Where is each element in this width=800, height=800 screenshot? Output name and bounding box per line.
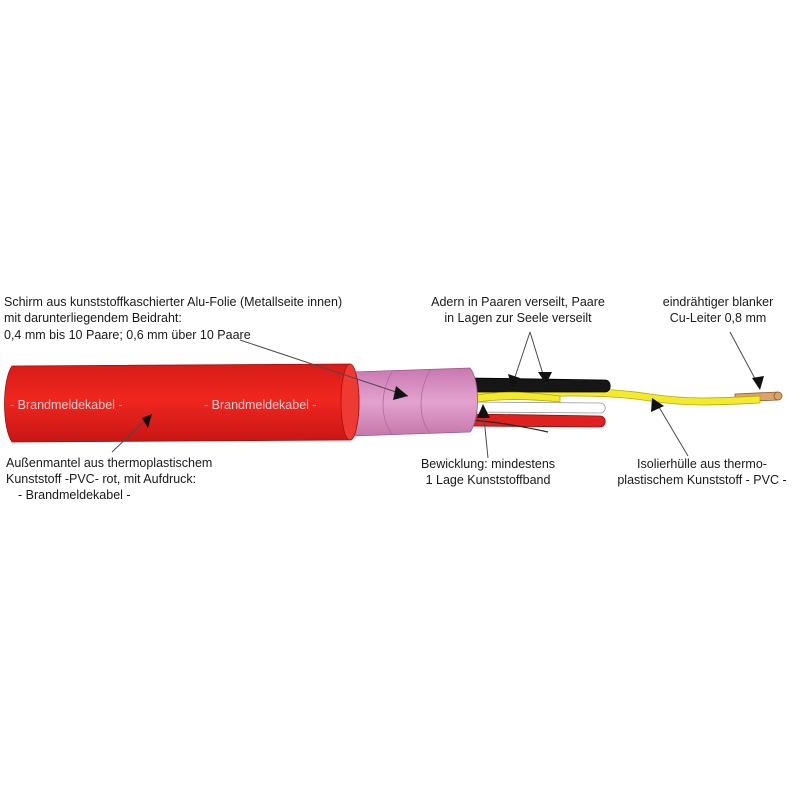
label-pairs: Adern in Paaren verseilt, Paare in Lagen… <box>431 295 605 325</box>
label-conductor: eindrähtiger blanker Cu-Leiter 0,8 mm <box>663 295 774 325</box>
black-core <box>469 377 611 393</box>
svg-text:Bewicklung: mindestens: Bewicklung: mindestens <box>421 457 555 471</box>
drain-wire <box>469 419 549 433</box>
cable-print-2: - Brandmeldekabel - <box>204 398 317 412</box>
label-insulation: Isolierhülle aus thermo- plastischem Kun… <box>617 457 786 487</box>
yellow-pair <box>471 391 561 404</box>
white-core <box>469 401 606 414</box>
svg-text:in Lagen zur Seele verseilt: in Lagen zur Seele verseilt <box>444 311 592 325</box>
svg-text:Cu-Leiter 0,8 mm: Cu-Leiter 0,8 mm <box>670 311 767 325</box>
red-core <box>469 413 606 428</box>
svg-text:mit darunterliegendem Beidraht: mit darunterliegendem Beidraht: <box>4 311 182 325</box>
label-shield: Schirm aus kunststoffkaschierter Alu-Fol… <box>4 295 342 342</box>
svg-text:1 Lage Kunststoffband: 1 Lage Kunststoffband <box>426 473 551 487</box>
svg-text:Außenmantel aus thermoplastisc: Außenmantel aus thermoplastischem <box>6 456 212 470</box>
leader-lines <box>111 331 764 459</box>
svg-text:eindrähtiger blanker: eindrähtiger blanker <box>663 295 774 309</box>
cable-print-1: - Brandmeldekabel - <box>10 398 123 412</box>
svg-text:Schirm aus kunststoffkaschiert: Schirm aus kunststoffkaschierter Alu-Fol… <box>4 295 342 309</box>
svg-text:Adern in Paaren verseilt, Paar: Adern in Paaren verseilt, Paare <box>431 295 605 309</box>
label-wrapping: Bewicklung: mindestens 1 Lage Kunststoff… <box>421 457 555 487</box>
svg-text:Kunststoff -PVC- rot, mit Auf: Kunststoff -PVC- rot, mit Aufdruck: <box>6 472 196 486</box>
label-outer-sheath: Außenmantel aus thermoplastischem Kunsts… <box>6 456 212 502</box>
svg-text:- Brandmeldekabel -: - Brandmeldekabel - <box>18 488 131 502</box>
svg-text:Isolierhülle aus thermo-: Isolierhülle aus thermo- <box>637 457 767 471</box>
shield-foil <box>351 367 478 437</box>
svg-text:0,4 mm bis 10 Paare; 0,6 mm üb: 0,4 mm bis 10 Paare; 0,6 mm über 10 Paar… <box>4 328 251 342</box>
svg-text:plastischem Kunststoff - PVC -: plastischem Kunststoff - PVC - <box>617 473 786 487</box>
